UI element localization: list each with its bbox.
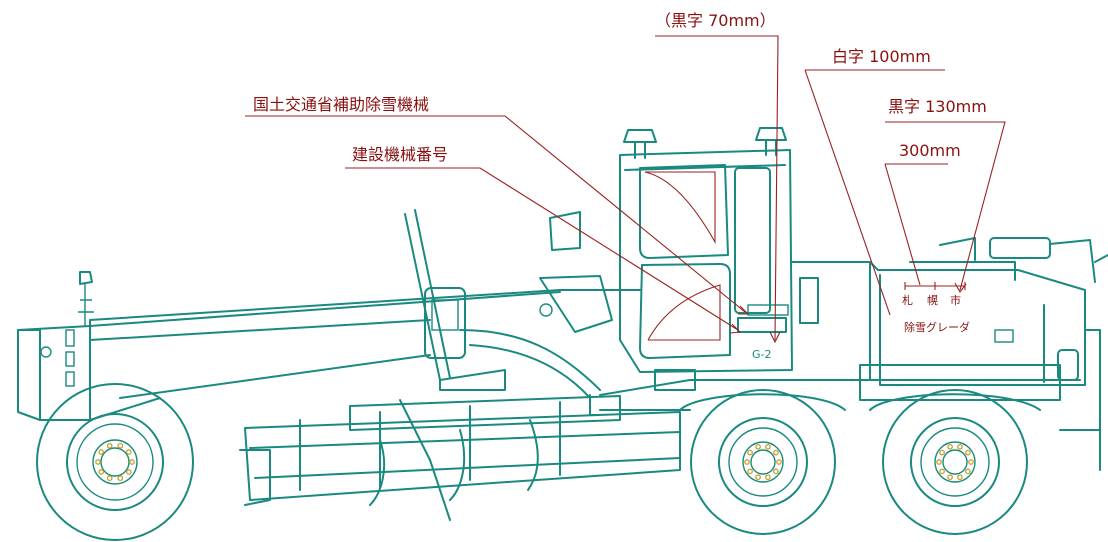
moldboard-blade	[239, 395, 681, 506]
wheel-bolt	[765, 443, 771, 450]
wheel-bolt	[106, 475, 113, 482]
operator-cab	[549, 127, 793, 373]
wheel-bolt	[117, 475, 124, 482]
wheel-bolt	[765, 474, 771, 481]
wheel-bolt	[747, 468, 753, 475]
wheel-bolt	[98, 469, 105, 475]
label-mlit-subsidy: 国土交通省補助除雪機械	[253, 95, 429, 114]
wheel-bolt	[968, 459, 974, 465]
label-black-text-130mm: 黒字 130mm	[888, 97, 987, 116]
wheel-bolt	[744, 459, 750, 465]
marking-city-char-3: 市	[950, 293, 961, 307]
label-black-text-70mm: （黒字 70mm）	[655, 11, 776, 30]
wheel-bolt	[773, 449, 779, 456]
wheel-bolt	[125, 449, 132, 455]
wheel-bolt	[965, 468, 971, 475]
front-wheel	[882, 389, 1028, 535]
wheel-bolts	[95, 442, 974, 482]
wheel-bolt	[117, 442, 124, 449]
wheel-bolt	[129, 459, 135, 465]
marking-city-char-1: 札	[902, 294, 913, 307]
wheel-bolt	[957, 443, 963, 450]
marking-city-char-2: 幌	[927, 293, 938, 307]
wheel-bolt	[936, 459, 942, 465]
wheel-bolt	[106, 442, 113, 449]
wheel-bolt	[939, 468, 945, 475]
wheel-bolt	[125, 469, 132, 475]
leader-lines	[245, 35, 1006, 344]
wheel-bolt	[98, 449, 105, 455]
middle-wheel	[690, 389, 836, 535]
wheel-bolt	[939, 449, 945, 456]
wheel-bolt	[957, 474, 963, 481]
label-construction-machine-number: 建設機械番号	[352, 145, 448, 164]
marking-vehicle-type: 除雪グレーダ	[904, 320, 970, 334]
wheel-bolt	[755, 443, 761, 450]
wheel-bolt	[747, 449, 753, 456]
wheel-bolt	[947, 474, 953, 481]
wheel-bolt	[95, 459, 101, 465]
label-white-text-100mm: 白字 100mm	[832, 47, 931, 66]
wheel-bolt	[965, 449, 971, 456]
label-300mm: 300mm	[899, 141, 961, 160]
marking-machine-id: G-2	[752, 348, 772, 361]
wheel-bolt	[755, 474, 761, 481]
wheel-bolt	[947, 443, 953, 450]
engine-hood	[791, 237, 1108, 471]
grader-body	[17, 127, 1108, 541]
wheel-bolt	[773, 468, 779, 475]
rear-wheel	[36, 383, 194, 541]
wheel-bolt	[776, 459, 782, 465]
